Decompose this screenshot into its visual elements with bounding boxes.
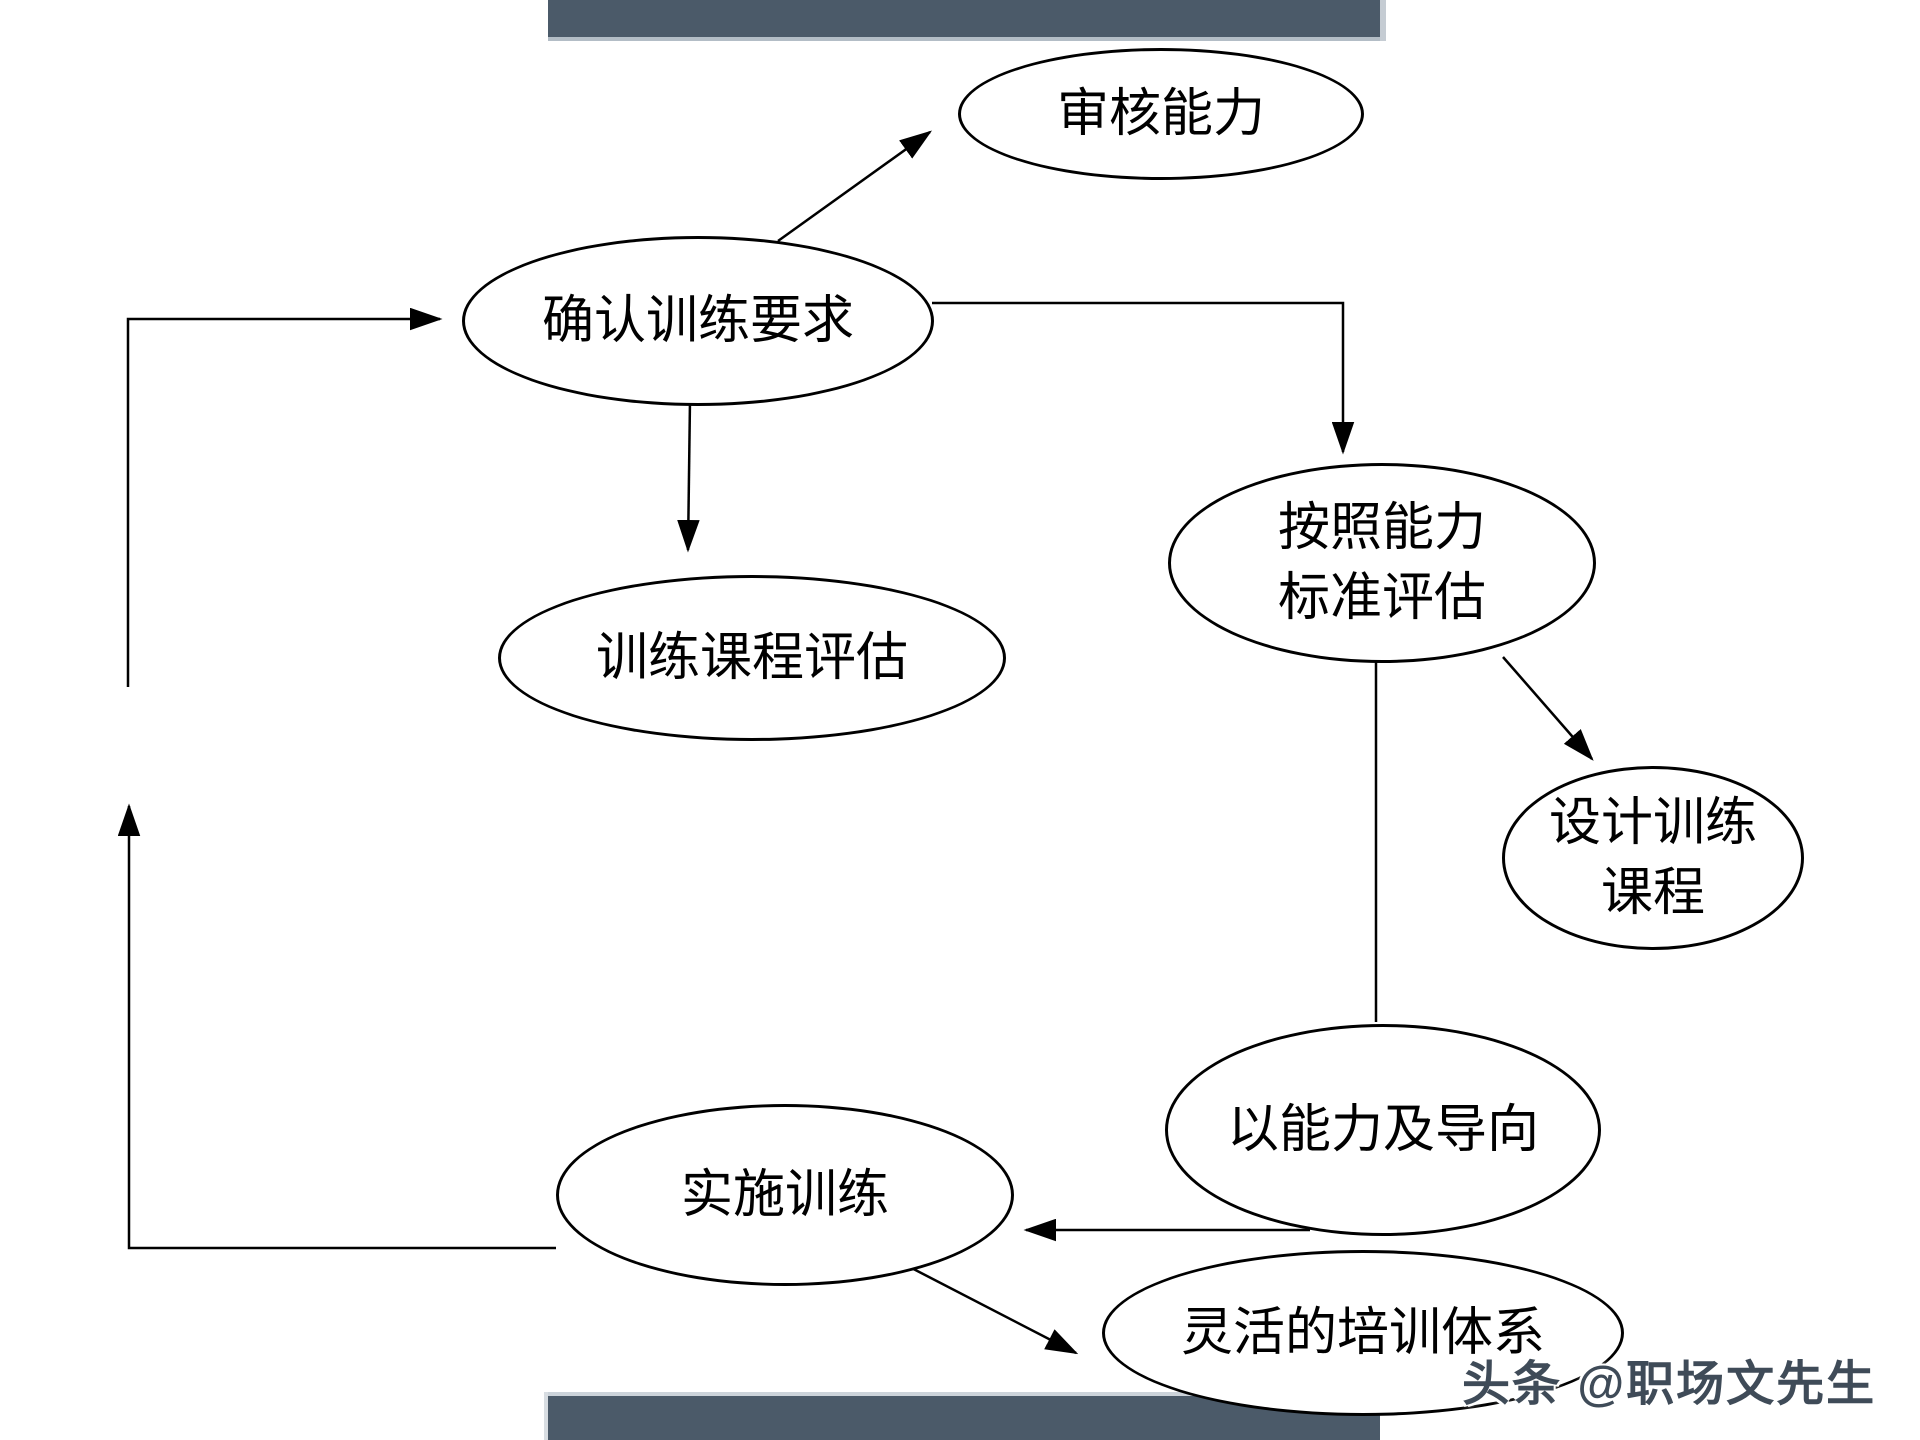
node-implement-training-label: 实施训练 [680,1164,889,1225]
edge-confirm-to-audit [777,130,933,243]
node-flexible-training-system-label: 灵活的培训体系 [1180,1302,1545,1363]
edge-confirm-to-course-eval [677,399,700,553]
node-confirm-training-requirements-label: 确认训练要求 [541,290,854,351]
watermark: 头条 @职场文先生 [1462,1358,1877,1411]
node-audit-ability-label: 审核能力 [1056,83,1265,144]
node-design-training-course-label: 设计训练 课程 [1548,792,1757,923]
edge-loop-upper-segment [126,307,443,687]
node-audit-ability: 审核能力 [958,48,1364,180]
edge-confirm-to-assess [932,301,1355,455]
node-confirm-training-requirements: 确认训练要求 [462,236,934,406]
edge-assess-to-design [1502,656,1594,761]
top-decor-bar [548,0,1380,41]
node-training-course-evaluation-label: 训练课程评估 [595,627,908,688]
edge-loop-lower-segment [117,803,556,1250]
node-competency-oriented-label: 以能力及导向 [1226,1099,1539,1160]
node-competency-oriented: 以能力及导向 [1165,1024,1601,1236]
node-implement-training: 实施训练 [556,1104,1014,1286]
edge-implement-to-flexible [897,1259,1079,1355]
node-training-course-evaluation: 训练课程评估 [498,575,1006,741]
node-assess-by-competency-standard-label: 按照能力 标准评估 [1277,497,1486,628]
node-design-training-course: 设计训练 课程 [1502,766,1804,950]
node-flexible-training-system: 灵活的培训体系 [1102,1250,1624,1416]
node-assess-by-competency-standard: 按照能力 标准评估 [1168,463,1596,663]
